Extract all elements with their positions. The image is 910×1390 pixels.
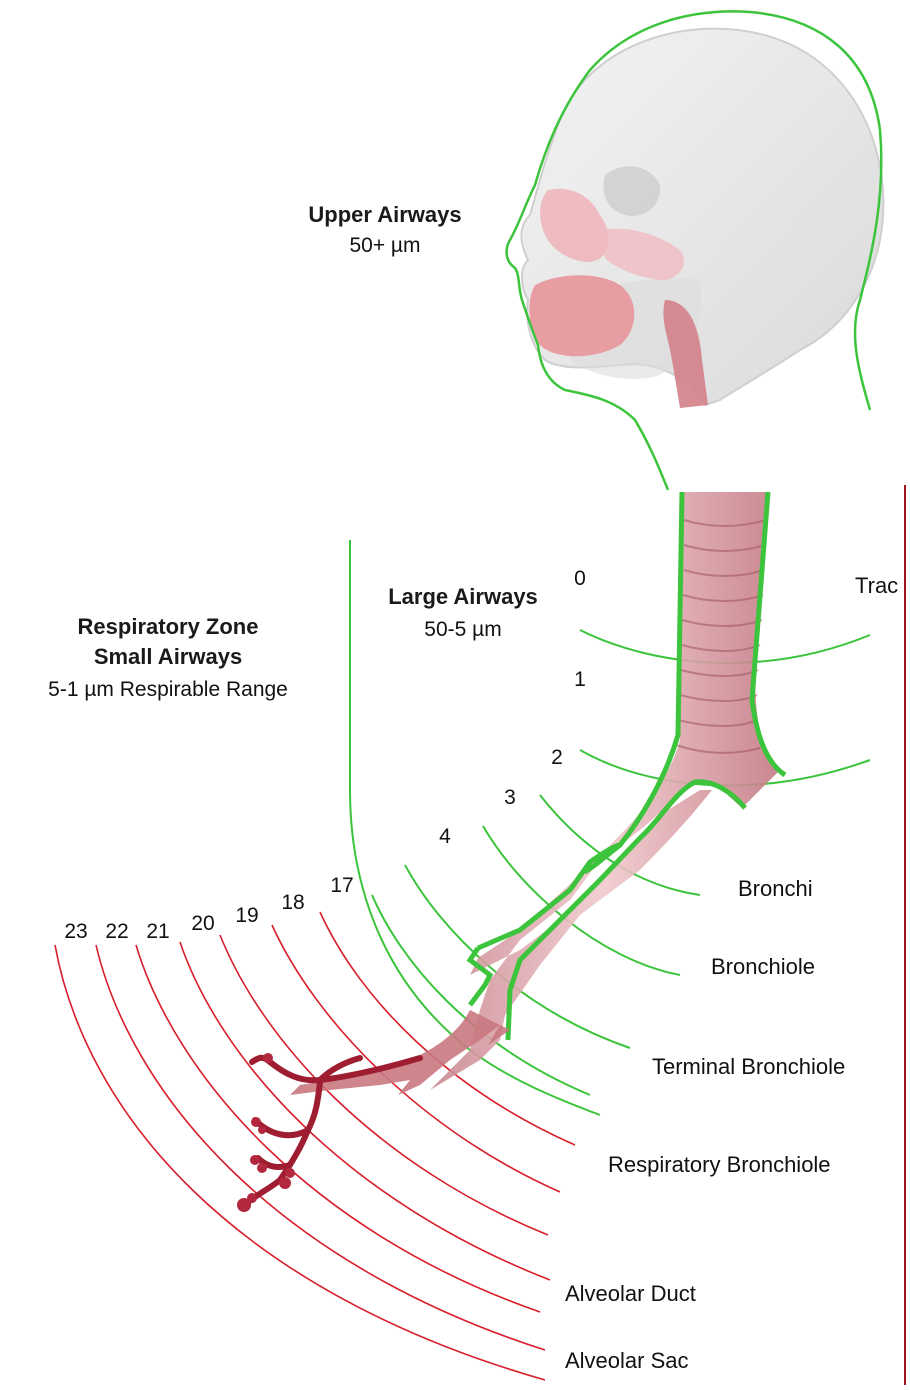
generation-label-18: 18 bbox=[281, 891, 304, 914]
upper-airways-size: 50+ µm bbox=[349, 234, 420, 257]
terminal-bronchiole-label: Terminal Bronchiole bbox=[652, 1054, 845, 1079]
upper-airways-title: Upper Airways bbox=[308, 202, 461, 227]
generation-label-20: 20 bbox=[191, 912, 214, 935]
respiratory-bronchiole-label: Respiratory Bronchiole bbox=[608, 1152, 831, 1177]
generation-label-17: 17 bbox=[330, 874, 353, 897]
arc-gen-23b bbox=[55, 945, 545, 1380]
alveolar-duct-label: Alveolar Duct bbox=[565, 1281, 696, 1306]
trachea-label: Trac bbox=[855, 573, 898, 598]
large-airways-size: 50-5 µm bbox=[424, 618, 501, 641]
arc-gen-22 bbox=[136, 945, 540, 1312]
generation-label-22: 22 bbox=[105, 920, 128, 943]
generation-label-23: 23 bbox=[64, 920, 87, 943]
generation-label-2: 2 bbox=[551, 746, 563, 769]
generation-label-4: 4 bbox=[439, 825, 451, 848]
head-illustration bbox=[507, 11, 884, 490]
large-airways-title: Large Airways bbox=[388, 584, 538, 609]
bronchiole-label: Bronchiole bbox=[711, 954, 815, 979]
generation-label-0: 0 bbox=[574, 567, 586, 590]
respiratory-zone-title: Respiratory Zone bbox=[78, 614, 259, 639]
small-airways-title: Small Airways bbox=[94, 644, 242, 669]
bronchi-label: Bronchi bbox=[738, 876, 813, 901]
trachea-left-outline bbox=[478, 492, 682, 948]
generation-label-3: 3 bbox=[504, 786, 516, 809]
alveolar-sac-label: Alveolar Sac bbox=[565, 1348, 689, 1373]
respirable-range-label: 5-1 µm Respirable Range bbox=[48, 678, 288, 701]
mouth-tongue-shape bbox=[529, 275, 634, 356]
generation-label-21: 21 bbox=[146, 920, 169, 943]
generation-label-19: 19 bbox=[235, 904, 258, 927]
generation-label-1: 1 bbox=[574, 668, 586, 691]
